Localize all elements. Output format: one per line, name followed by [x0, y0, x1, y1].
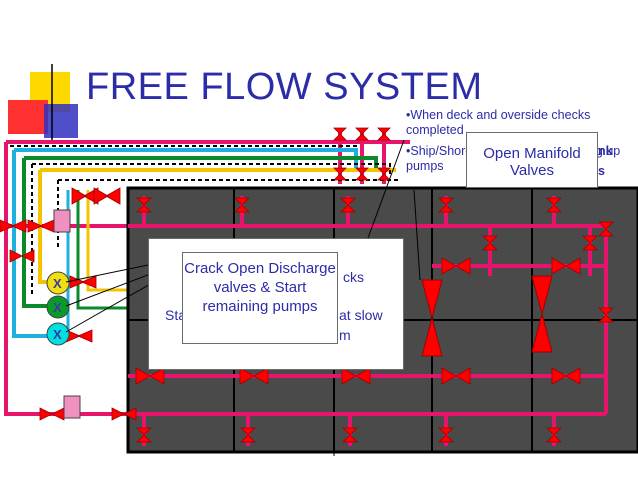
valve-icon[interactable]	[551, 367, 581, 385]
open-manifold-callout: Open Manifold Valves	[466, 132, 598, 188]
valve-icon[interactable]	[93, 187, 121, 205]
fragment-checks: cks	[343, 269, 364, 285]
valve-icon[interactable]	[441, 367, 471, 385]
valve-icon[interactable]	[0, 219, 27, 233]
valve-icon[interactable]	[136, 427, 152, 443]
pump-label: X	[53, 276, 62, 291]
blue-square	[44, 104, 78, 138]
valve-icon[interactable]	[551, 257, 581, 275]
valves	[0, 127, 614, 443]
callout-connectors	[65, 139, 421, 456]
red-square	[8, 100, 48, 134]
valve-icon[interactable]	[239, 367, 269, 385]
valve-icon[interactable]	[333, 167, 347, 181]
fragment-m: m	[339, 327, 351, 343]
valve-icon[interactable]	[234, 197, 250, 213]
line-yellow-2	[86, 190, 130, 292]
slide-title: FREE FLOW SYSTEM	[86, 66, 483, 108]
crack-open-callout: Crack Open Discharge valves & Start rema…	[182, 252, 338, 344]
valve-icon[interactable]	[111, 407, 137, 421]
valve-icon[interactable]	[438, 197, 454, 213]
line-cyan	[14, 148, 358, 168]
line-dash-2	[32, 163, 391, 176]
valve-icon[interactable]	[438, 427, 454, 443]
decorative-squares	[8, 64, 78, 140]
pump-label: X	[53, 300, 62, 315]
pump-yellow[interactable]	[46, 271, 70, 295]
valve-icon[interactable]	[65, 329, 93, 343]
fragment-at-slow: at slow	[339, 307, 383, 323]
valve-icon[interactable]	[136, 197, 152, 213]
pink-box	[53, 209, 71, 233]
valve-icon[interactable]	[9, 249, 35, 263]
valve-icon[interactable]	[377, 127, 391, 141]
valve-icon[interactable]	[377, 167, 391, 181]
line-green-down	[22, 158, 50, 308]
valve-icon[interactable]	[342, 427, 358, 443]
valve-icon[interactable]	[341, 367, 371, 385]
large-valve-icon[interactable]	[421, 279, 443, 357]
cargo-pumps: X X X	[46, 271, 70, 346]
valve-icon[interactable]	[355, 167, 369, 181]
pump-label: X	[53, 327, 62, 342]
pink-boxes	[53, 209, 81, 419]
valve-icon[interactable]	[39, 407, 65, 421]
pump-cyan[interactable]	[46, 322, 70, 346]
fragment-s: s	[598, 164, 605, 178]
valve-icon[interactable]	[482, 235, 498, 251]
valve-icon[interactable]	[546, 427, 562, 443]
pipe-left-riser	[4, 142, 140, 416]
pump-green[interactable]	[46, 295, 70, 319]
connector-line	[367, 139, 405, 239]
large-valves	[421, 275, 553, 357]
valve-icon[interactable]	[240, 427, 256, 443]
fragment-sta: Sta	[165, 307, 187, 323]
connector-line	[413, 189, 421, 281]
valve-icon[interactable]	[598, 307, 614, 323]
line-cyan-down	[12, 150, 60, 338]
valve-icon[interactable]	[546, 197, 562, 213]
valve-icon[interactable]	[69, 275, 97, 289]
valve-icon[interactable]	[355, 127, 369, 141]
fragment-nk: nk	[598, 144, 613, 158]
valve-icon[interactable]	[582, 235, 598, 251]
valve-icon[interactable]	[135, 367, 165, 385]
valve-icon[interactable]	[441, 257, 471, 275]
valve-icon[interactable]	[340, 197, 356, 213]
large-valve-icon[interactable]	[531, 275, 553, 353]
valve-icon[interactable]	[333, 127, 347, 141]
bullet-item: •When deck and overside checks completed	[406, 108, 591, 137]
line-green-2	[76, 190, 130, 310]
valve-icon[interactable]	[598, 221, 614, 237]
pink-box	[63, 395, 81, 419]
